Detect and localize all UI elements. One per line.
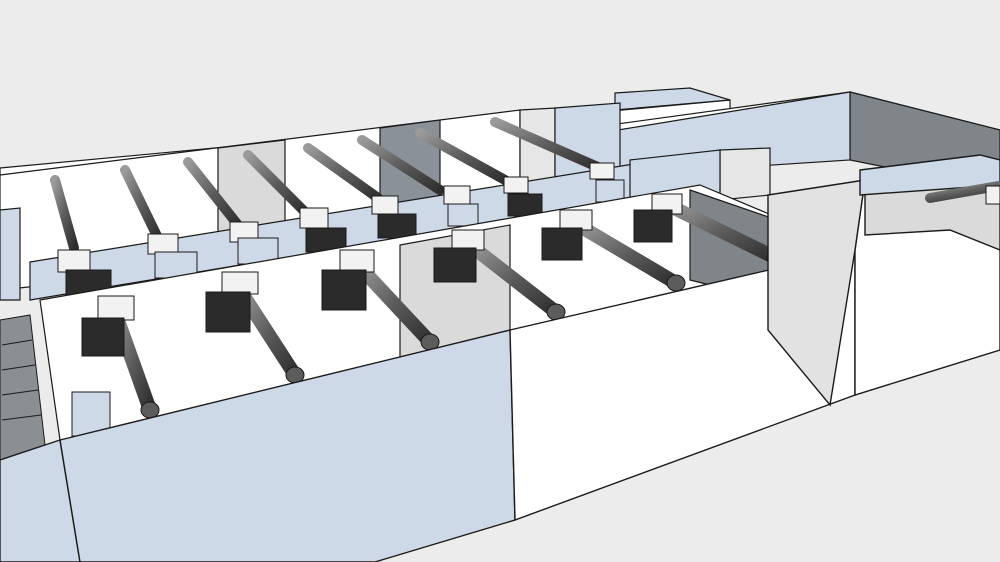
pipe-icon — [490, 117, 605, 173]
air-handler-icon — [433, 247, 477, 283]
pipe-icon — [50, 175, 79, 253]
duct-box-icon — [559, 209, 593, 231]
right-pipe — [925, 181, 1000, 205]
air-handler-icon — [447, 203, 479, 227]
pipe-icon — [571, 218, 683, 290]
pipe-icon — [120, 165, 163, 243]
foreground-walls — [0, 154, 1000, 562]
air-handler-icon — [321, 269, 367, 311]
air-handler-icon — [507, 193, 543, 217]
staircase — [0, 314, 46, 461]
pipe-icon — [303, 143, 383, 203]
pipe-icon — [415, 128, 510, 185]
pipe-icon — [183, 157, 243, 230]
duct-box-icon — [97, 295, 135, 321]
air-handler-icon — [541, 227, 583, 261]
pipe-icon — [661, 198, 783, 265]
pipe-icon — [357, 135, 445, 195]
duct-box-icon — [299, 207, 329, 229]
air-handler-icon — [377, 213, 417, 239]
duct-box-icon — [339, 249, 375, 273]
duct-box-icon — [57, 249, 91, 273]
back-units — [57, 162, 625, 299]
duct-box-icon — [221, 271, 259, 295]
duct-box-icon — [985, 185, 1000, 205]
pipe-icon — [463, 238, 563, 319]
pipe-icon — [351, 258, 437, 349]
duct-box-icon — [371, 195, 399, 215]
pipe-icon — [243, 150, 310, 217]
air-handler-icon — [633, 209, 673, 243]
duct-box-icon — [451, 229, 485, 251]
duct-box-icon — [147, 233, 179, 255]
air-handler-icon — [205, 291, 251, 333]
duct-box-icon — [503, 176, 529, 194]
back-pipe-row — [50, 117, 605, 253]
duct-box-icon — [589, 162, 615, 180]
air-handler-icon — [81, 317, 125, 357]
duct-box-icon — [443, 185, 471, 205]
